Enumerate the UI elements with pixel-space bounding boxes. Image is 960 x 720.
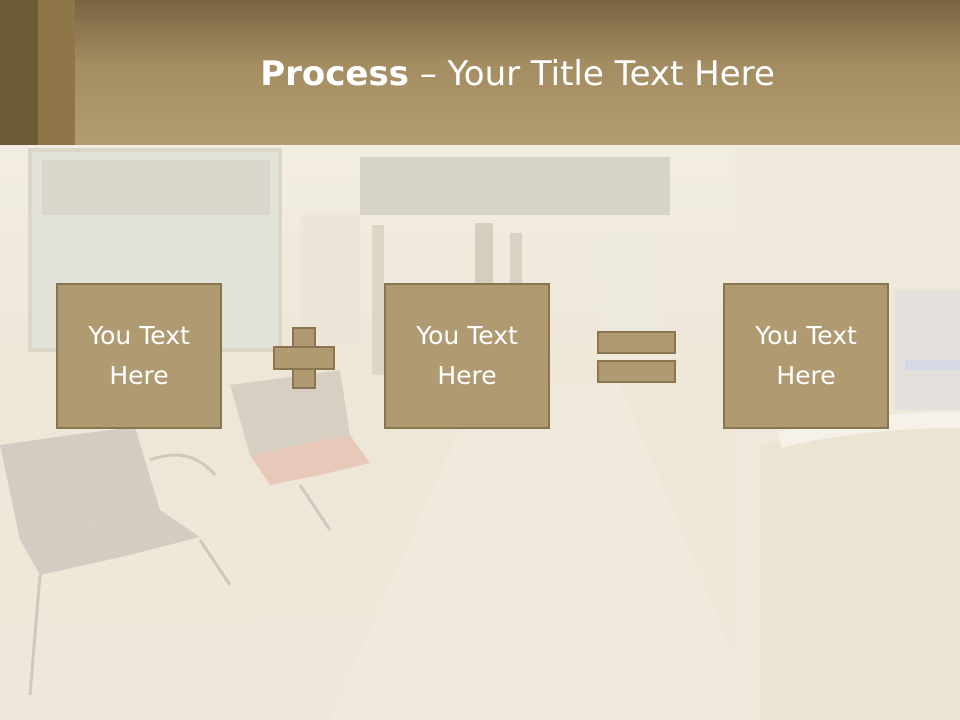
process-step-line2: Here	[776, 361, 836, 390]
process-step-line2: Here	[437, 361, 497, 390]
slide-title[interactable]: Process – Your Title Text Here	[75, 52, 960, 96]
process-step-line1: You Text	[88, 321, 190, 350]
plus-icon-center	[294, 348, 314, 368]
background-hospital-corridor-image	[0, 145, 960, 720]
process-step-box-3[interactable]: You Text Here	[723, 283, 889, 429]
corridor-illustration	[0, 145, 960, 720]
process-step-line1: You Text	[755, 321, 857, 350]
process-step-line1: You Text	[416, 321, 518, 350]
title-accent-dark	[0, 0, 38, 145]
title-bar: Process – Your Title Text Here	[0, 0, 960, 145]
equals-icon	[597, 331, 676, 354]
process-step-label-1: You Text Here	[69, 316, 209, 396]
slide-title-text: – Your Title Text Here	[408, 54, 775, 94]
process-step-label-3: You Text Here	[736, 316, 876, 396]
process-step-box-1[interactable]: You Text Here	[56, 283, 222, 429]
process-step-line2: Here	[109, 361, 169, 390]
process-step-label-2: You Text Here	[397, 316, 537, 396]
equals-icon-lower-bar	[597, 360, 676, 383]
title-accent-mid	[38, 0, 75, 145]
slide-title-bold: Process	[260, 54, 409, 94]
process-step-box-2[interactable]: You Text Here	[384, 283, 550, 429]
